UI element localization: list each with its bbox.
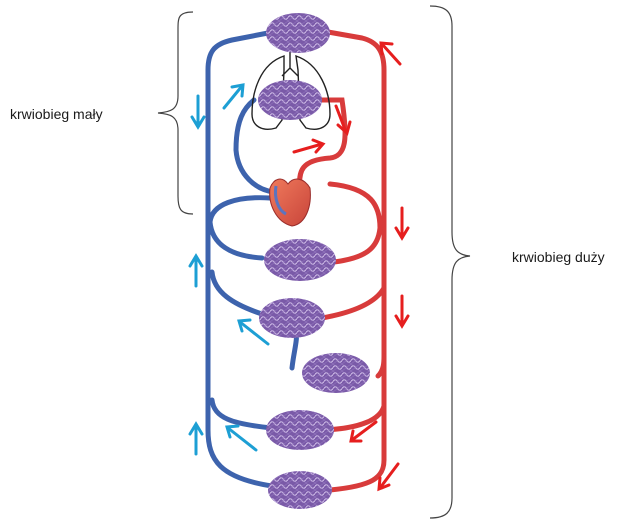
flow-arrows [188,41,410,492]
capillary-bed-icon [258,80,322,120]
pulmonary-brace [157,11,194,215]
capillary-bed-icon [302,353,370,393]
arrow-icon [188,253,204,288]
arrow-icon [377,462,400,492]
systemic-circulation-label: krwiobieg duży [512,249,605,265]
arrow-icon [188,421,204,456]
arrow-icon [292,138,326,154]
arrow-icon [222,83,245,110]
capillary-bed-icon [266,13,330,53]
arterial-vessels [297,29,387,493]
capillary-beds [258,13,370,509]
arrow-icon [394,206,410,241]
pulmonary-circulation-label: krwiobieg mały [10,106,103,122]
capillary-bed-icon [264,239,336,281]
arrow-icon [394,294,410,329]
arrow-icon [379,41,402,66]
systemic-brace [429,5,471,519]
capillary-bed-icon [259,298,325,338]
capillary-bed-icon [266,410,334,450]
venous-vessels [205,30,299,489]
arrow-icon [349,420,378,443]
arrow-icon [334,104,352,136]
capillary-bed-icon [268,471,332,509]
arrow-icon [190,94,206,130]
heart-icon [269,178,311,227]
arrow-icon [237,318,270,346]
arrow-icon [225,424,258,452]
